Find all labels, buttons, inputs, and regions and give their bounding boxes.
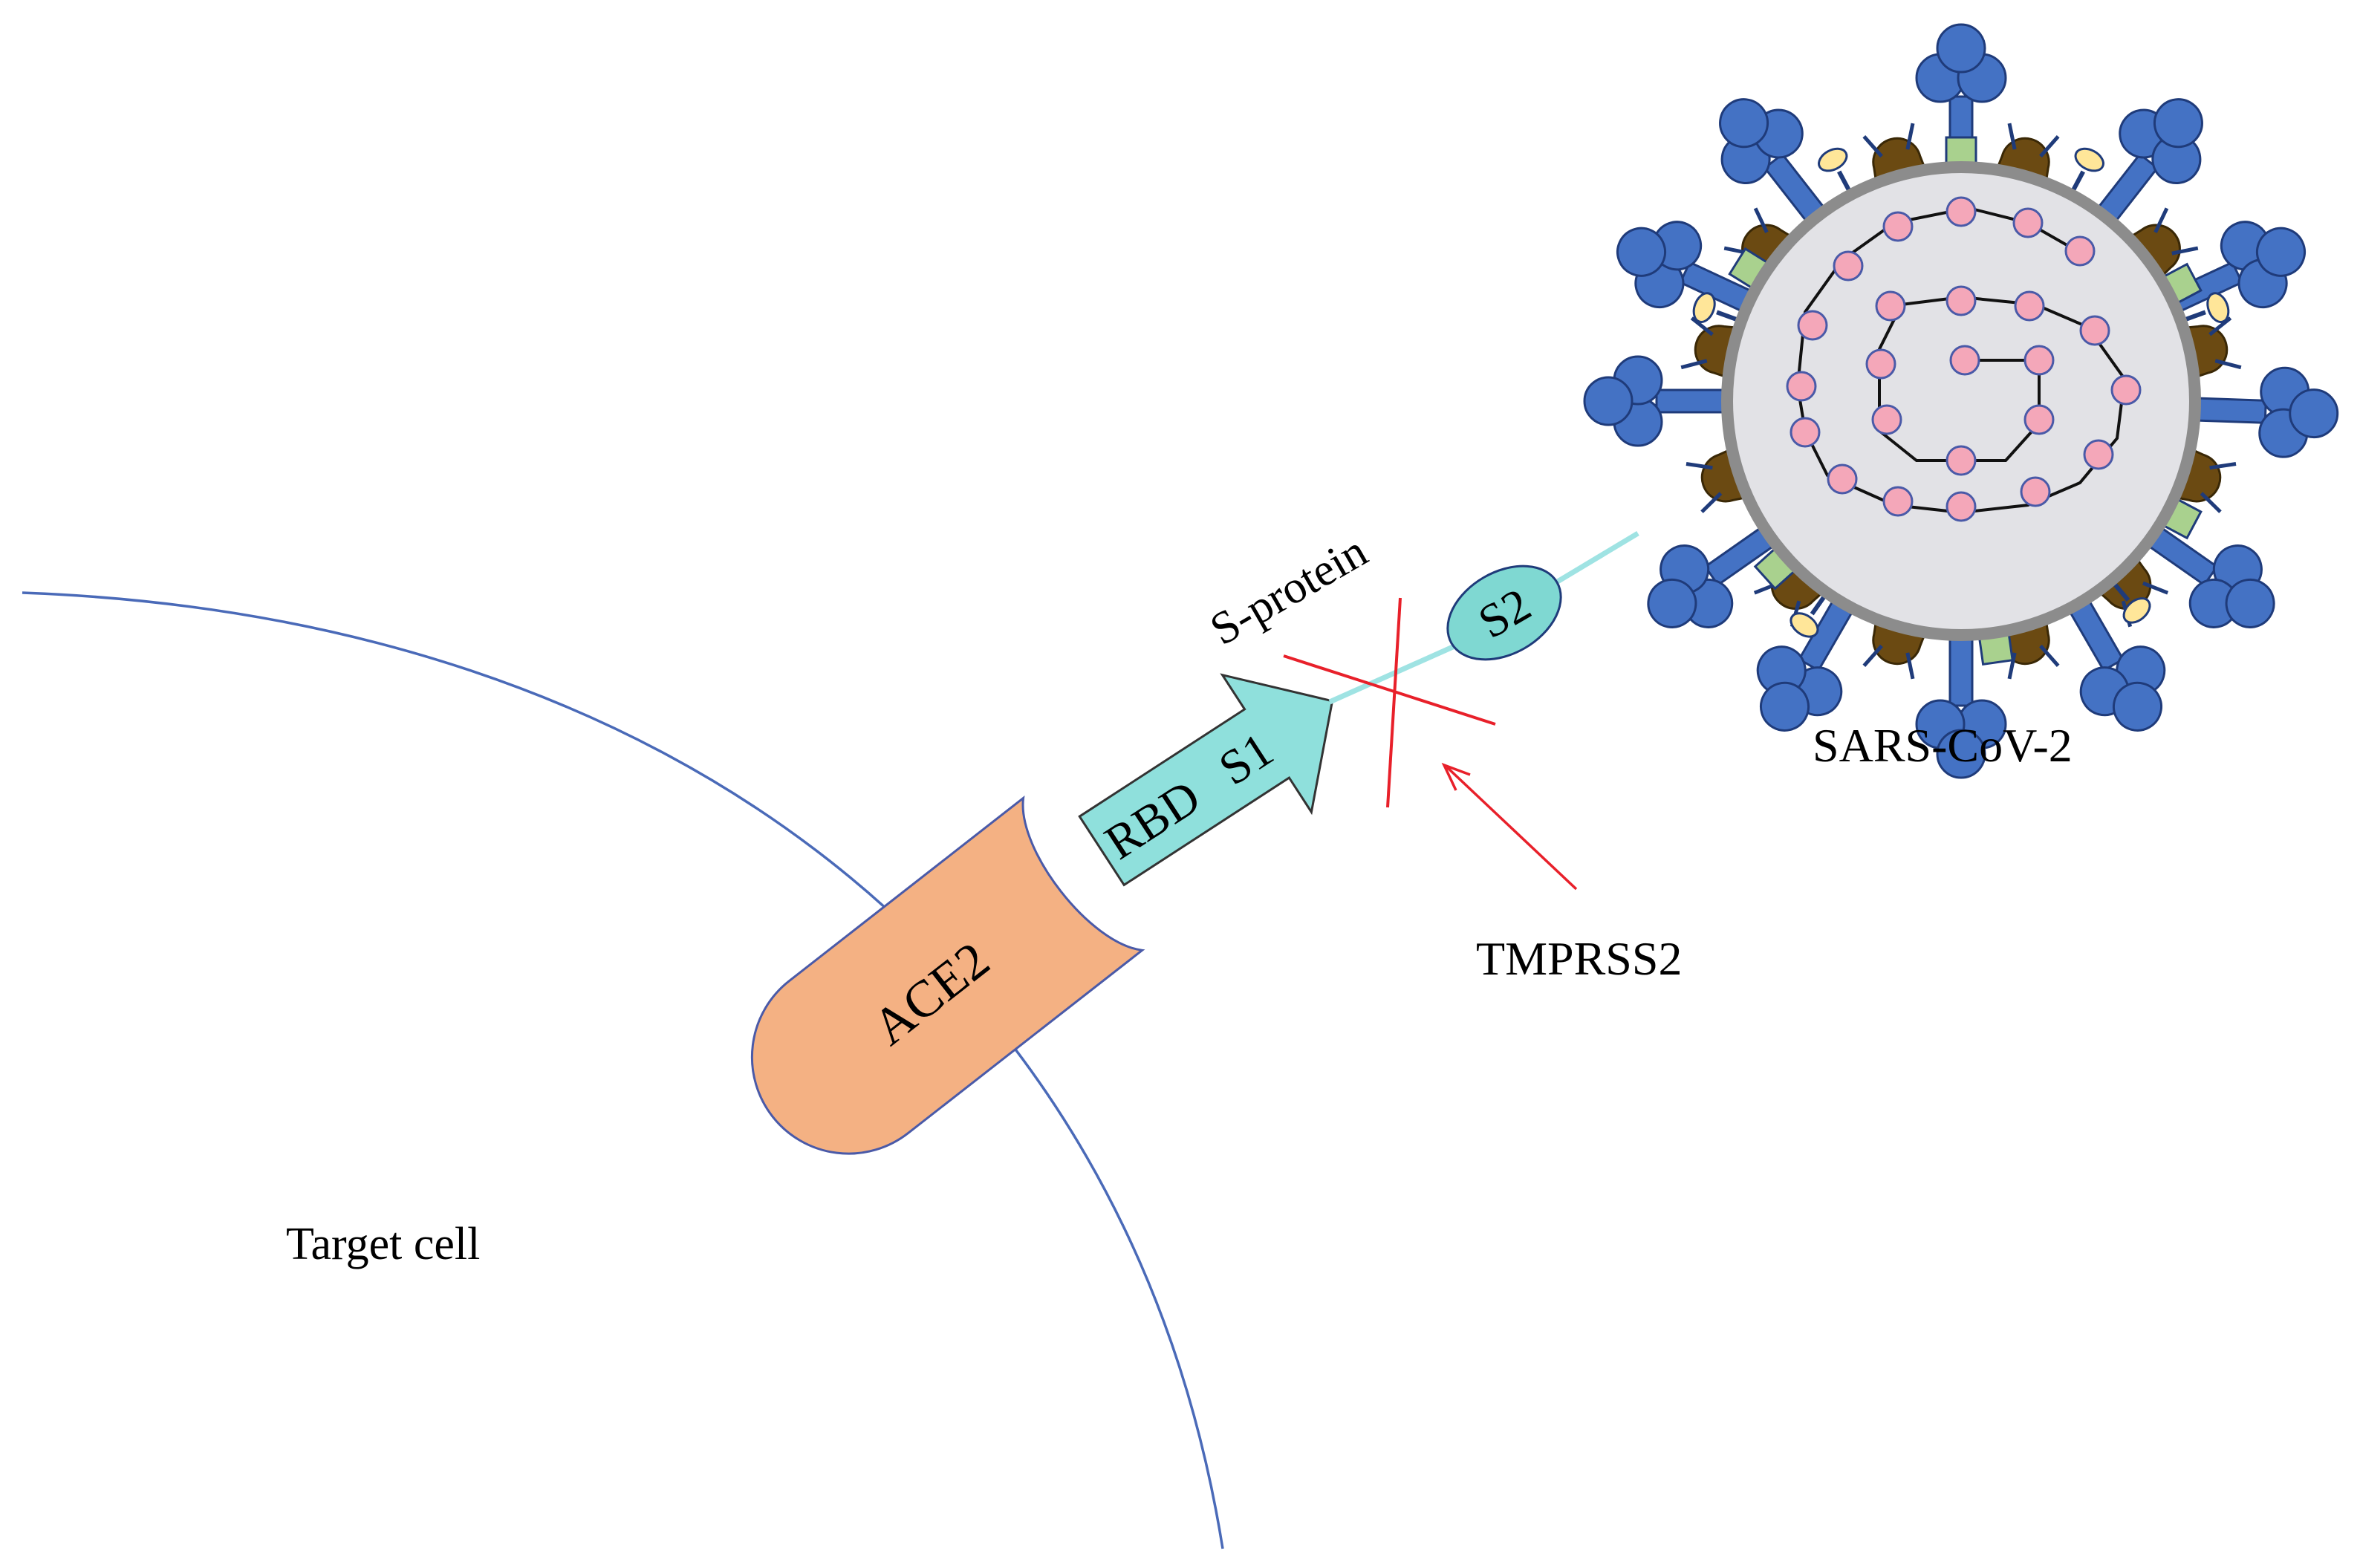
viral-envelope bbox=[1721, 161, 2201, 641]
spike-protein-icon bbox=[1756, 593, 1858, 732]
target-cell-label: Target cell bbox=[286, 1219, 480, 1269]
spike-protein-icon bbox=[1647, 522, 1781, 628]
spike-protein-icon bbox=[1915, 23, 2007, 172]
spike-protein-icon bbox=[1719, 98, 1830, 229]
ace2-receptor: ACE2 bbox=[750, 796, 1145, 1155]
spike-stalk-lower bbox=[1328, 643, 1456, 705]
spike-protein-icon bbox=[1583, 355, 1732, 447]
s2-domain: S2 bbox=[1446, 565, 1562, 661]
tmprss2-arrow bbox=[1441, 762, 1578, 891]
tmprss2-label: TMPRSS2 bbox=[1476, 932, 1682, 985]
spike-protein-icon bbox=[2092, 98, 2203, 229]
sars-cov-2-label: SARS-CoV-2 bbox=[1813, 719, 2073, 772]
cleavage-site-mark bbox=[1283, 597, 1496, 808]
nucleocapsid-proteins bbox=[1786, 196, 2142, 522]
spike-protein-icon bbox=[2142, 522, 2275, 628]
s-protein-label: S-protein bbox=[1202, 526, 1376, 655]
spike-protein-icon bbox=[1616, 221, 1759, 316]
spike-protein-icon bbox=[1915, 630, 2007, 779]
spike-protein-icon bbox=[2064, 593, 2166, 732]
spike-stalk-upper bbox=[1547, 530, 1639, 590]
target-cell-membrane bbox=[22, 591, 1224, 1549]
sars-cov-2-virion bbox=[1583, 23, 2339, 779]
spike-protein-icon bbox=[2163, 221, 2306, 316]
spike-protein-icon bbox=[2189, 366, 2339, 458]
s1-rbd-arrow: RBD S1 bbox=[1078, 673, 1334, 887]
